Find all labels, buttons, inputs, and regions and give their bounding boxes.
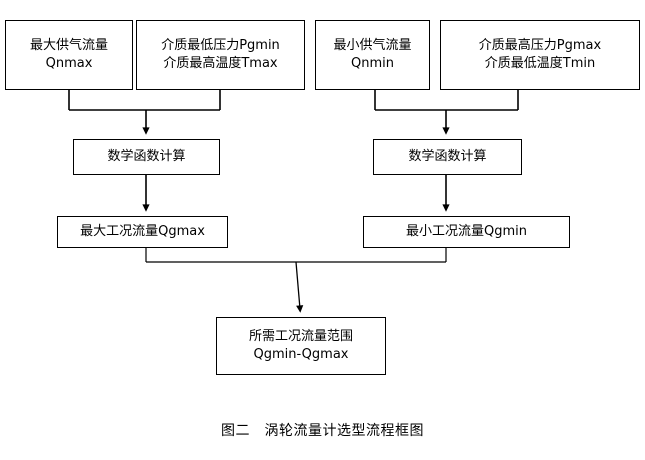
- node-min-supply-flow[interactable]: 最小供气流量 Qnmin: [315, 20, 430, 90]
- node-min-supply-flow-line2: Qnmin: [351, 56, 394, 71]
- node-min-working-flow-qgmin-label: 最小工况流量Qgmin: [406, 224, 527, 240]
- node-required-flow-range-line1: 所需工况流量范围: [248, 329, 353, 345]
- node-min-pressure-max-temp-line1: 介质最低压力Pgmin: [161, 38, 280, 54]
- node-required-flow-range-line2: Qgmin-Qgmax: [253, 347, 349, 362]
- node-max-supply-flow-line2: Qnmax: [45, 56, 93, 71]
- node-math-function-calc-left-label: 数学函数计算: [107, 149, 186, 165]
- node-max-supply-flow-line1: 最大供气流量: [29, 38, 108, 54]
- node-max-working-flow-qgmax[interactable]: 最大工况流量Qgmax: [57, 216, 228, 248]
- node-min-pressure-max-temp-line2: 介质最高温度Tmax: [163, 56, 278, 71]
- node-max-pressure-min-temp-line1: 介质最高压力Pgmax: [478, 38, 602, 54]
- node-max-working-flow-qgmax-label: 最大工况流量Qgmax: [80, 224, 205, 240]
- edge-group-results-to-range: [145, 248, 447, 313]
- node-max-pressure-min-temp-line2: 介质最低温度Tmin: [484, 56, 596, 71]
- node-min-supply-flow-line1: 最小供气流量: [333, 38, 412, 54]
- node-math-function-calc-right-label: 数学函数计算: [408, 149, 487, 165]
- edge-group-left-inputs: [68, 90, 221, 135]
- node-min-pressure-max-temp[interactable]: 介质最低压力Pgmin 介质最高温度Tmax: [136, 20, 305, 90]
- figure-caption: 图二 涡轮流量计选型流程框图: [221, 423, 424, 439]
- node-required-flow-range[interactable]: 所需工况流量范围 Qgmin-Qgmax: [216, 317, 386, 375]
- edge-group-right-inputs: [374, 90, 519, 135]
- node-max-pressure-min-temp[interactable]: 介质最高压力Pgmax 介质最低温度Tmin: [440, 20, 640, 90]
- node-min-working-flow-qgmin[interactable]: 最小工况流量Qgmin: [363, 216, 570, 248]
- node-max-supply-flow[interactable]: 最大供气流量 Qnmax: [5, 20, 133, 90]
- node-math-function-calc-left[interactable]: 数学函数计算: [73, 139, 220, 175]
- node-math-function-calc-right[interactable]: 数学函数计算: [373, 139, 522, 175]
